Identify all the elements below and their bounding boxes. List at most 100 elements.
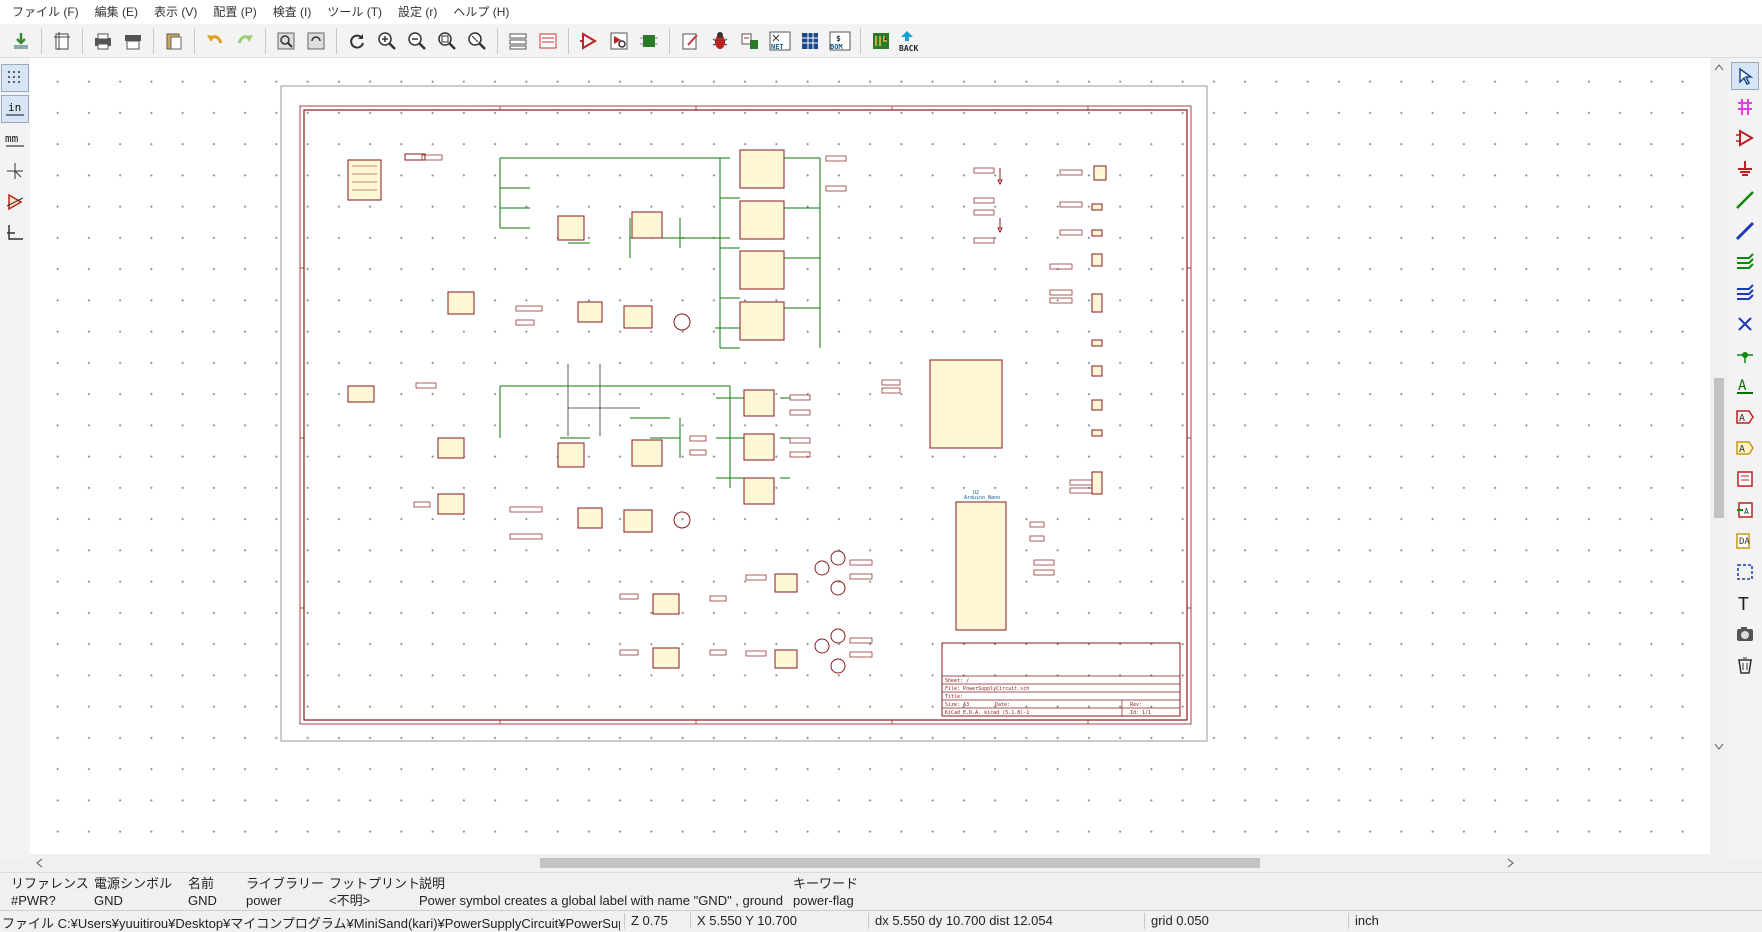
- hierarchical-label-icon[interactable]: A: [1731, 434, 1759, 462]
- add-bus-icon[interactable]: [1731, 217, 1759, 245]
- zoom-out-icon[interactable]: [403, 27, 431, 55]
- leave-sheet-icon[interactable]: [534, 27, 562, 55]
- add-sheet-pin-icon[interactable]: DA: [1731, 527, 1759, 555]
- regulator-u8: [447, 291, 475, 315]
- erc-icon[interactable]: [706, 27, 734, 55]
- right-toolbar: A A A A DA T: [1728, 58, 1762, 858]
- toolbar-separator: [265, 27, 266, 54]
- hierarchy-navigator-icon[interactable]: [504, 27, 532, 55]
- arduino-ref: U2: [973, 490, 979, 496]
- add-image-icon[interactable]: [1731, 620, 1759, 648]
- svg-text:DA: DA: [1739, 537, 1750, 547]
- menu-bar: ファイル (F) 編集 (E) 表示 (V) 配置 (P) 検査 (I) ツール (T) 設…: [0, 0, 1762, 24]
- redo-icon[interactable]: [231, 27, 259, 55]
- back-annotate-icon[interactable]: BACK: [897, 27, 927, 55]
- import-sheet-pin-icon[interactable]: A: [1731, 496, 1759, 524]
- net-label-icon[interactable]: A: [1731, 372, 1759, 400]
- info-value-footprint: <不明>: [329, 893, 371, 908]
- plot-icon[interactable]: [119, 27, 147, 55]
- bus-to-bus-icon[interactable]: [1731, 279, 1759, 307]
- bom-label: BOM: [830, 43, 843, 51]
- toolbar-separator: [497, 27, 498, 54]
- hierarchical-sheet-icon[interactable]: [1731, 465, 1759, 493]
- zoom-selection-icon[interactable]: [463, 27, 491, 55]
- bom-export-icon[interactable]: $BOM: [826, 27, 854, 55]
- netlist-icon[interactable]: NET: [766, 27, 794, 55]
- inch-units-button[interactable]: in: [1, 95, 29, 123]
- zoom-fit-icon[interactable]: [433, 27, 461, 55]
- status-divider: [690, 913, 691, 929]
- menu-item-6[interactable]: 設定 (r): [398, 5, 438, 19]
- zoom-in-icon[interactable]: [373, 27, 401, 55]
- hscroll-arrows: [36, 858, 1514, 868]
- info-header-reference: リファレンス: [11, 876, 89, 891]
- menu-item-5[interactable]: ツール (T): [327, 5, 383, 19]
- wire-angle-icon[interactable]: [1, 219, 29, 247]
- select-arrow-icon[interactable]: [1731, 62, 1759, 90]
- schematic-drawing: U2 Arduino_Nano: [280, 85, 1208, 742]
- print-icon[interactable]: [89, 27, 117, 55]
- cursor-shape-icon[interactable]: [1, 157, 29, 185]
- adc-u12: [631, 439, 663, 467]
- svg-text:T: T: [1738, 594, 1749, 613]
- vertical-scroll-thumb[interactable]: [1714, 378, 1724, 518]
- add-text-icon[interactable]: T: [1731, 589, 1759, 617]
- wire-to-bus-icon[interactable]: [1731, 248, 1759, 276]
- redraw-icon[interactable]: [343, 27, 371, 55]
- find-replace-icon[interactable]: [302, 27, 330, 55]
- opamp-u18: [577, 507, 603, 529]
- info-header-keywords: キーワード: [793, 876, 859, 891]
- menu-item-7[interactable]: ヘルプ (H): [453, 5, 510, 19]
- paste-icon[interactable]: [160, 27, 188, 55]
- title-title: Title:: [945, 694, 963, 700]
- menu-item-1[interactable]: 編集 (E): [94, 5, 139, 19]
- menu-item-0[interactable]: ファイル (F): [12, 5, 79, 19]
- isolator-u17: [743, 477, 775, 505]
- horizontal-scrollbar[interactable]: [30, 854, 1710, 872]
- symbol-editor-icon[interactable]: [575, 27, 603, 55]
- toolbar-separator: [41, 27, 42, 54]
- frame-ticks: [300, 106, 1191, 724]
- page-setup-icon[interactable]: [48, 27, 76, 55]
- mm-units-button[interactable]: mm: [1, 126, 29, 154]
- sheet-frame-outer: [299, 105, 1192, 725]
- status-file: ファイル C:¥Users¥yuuitirou¥Desktop¥マイコンプログラ…: [2, 916, 620, 931]
- pcb-editor-icon[interactable]: [867, 27, 895, 55]
- sheet-frame: [303, 109, 1188, 721]
- optocoupler-u20: [652, 593, 680, 615]
- optocoupler-u19: [623, 509, 653, 533]
- delete-icon[interactable]: [1731, 651, 1759, 679]
- status-zoom: Z 0.75: [631, 913, 668, 928]
- svg-text:A: A: [1739, 413, 1745, 424]
- assign-footprints-icon[interactable]: [736, 27, 764, 55]
- highlight-net-icon[interactable]: [1731, 93, 1759, 121]
- hidden-pins-icon[interactable]: [1, 188, 29, 216]
- junction-icon[interactable]: [1731, 341, 1759, 369]
- horizontal-scroll-thumb[interactable]: [540, 858, 1260, 868]
- info-library: ライブラリー power: [246, 875, 324, 909]
- schematic-canvas[interactable]: U2 Arduino_Nano: [30, 58, 1710, 854]
- toolbar-separator: [153, 27, 154, 54]
- title-date: Date:: [995, 702, 1010, 708]
- add-wire-icon[interactable]: [1731, 186, 1759, 214]
- add-power-icon[interactable]: [1731, 155, 1759, 183]
- no-connect-icon[interactable]: [1731, 310, 1759, 338]
- symbol-browser-icon[interactable]: [605, 27, 633, 55]
- footprint-editor-icon[interactable]: [635, 27, 663, 55]
- add-symbol-icon[interactable]: [1731, 124, 1759, 152]
- menu-item-2[interactable]: 表示 (V): [154, 5, 198, 19]
- find-icon[interactable]: [272, 27, 300, 55]
- global-label-icon[interactable]: A: [1731, 403, 1759, 431]
- save-icon[interactable]: [7, 27, 35, 55]
- grid-toggle-icon[interactable]: [1, 64, 29, 92]
- menu-item-3[interactable]: 配置 (P): [213, 5, 257, 19]
- svg-text:A: A: [1738, 378, 1747, 394]
- undo-icon[interactable]: [201, 27, 229, 55]
- menu-item-4[interactable]: 検査 (I): [272, 5, 312, 19]
- annotate-icon[interactable]: [676, 27, 704, 55]
- bom-icon[interactable]: [796, 27, 824, 55]
- vertical-scrollbar[interactable]: [1710, 58, 1728, 854]
- transistor-q1: [673, 313, 691, 331]
- info-header-description: 説明: [419, 876, 446, 891]
- graphic-line-icon[interactable]: [1731, 558, 1759, 586]
